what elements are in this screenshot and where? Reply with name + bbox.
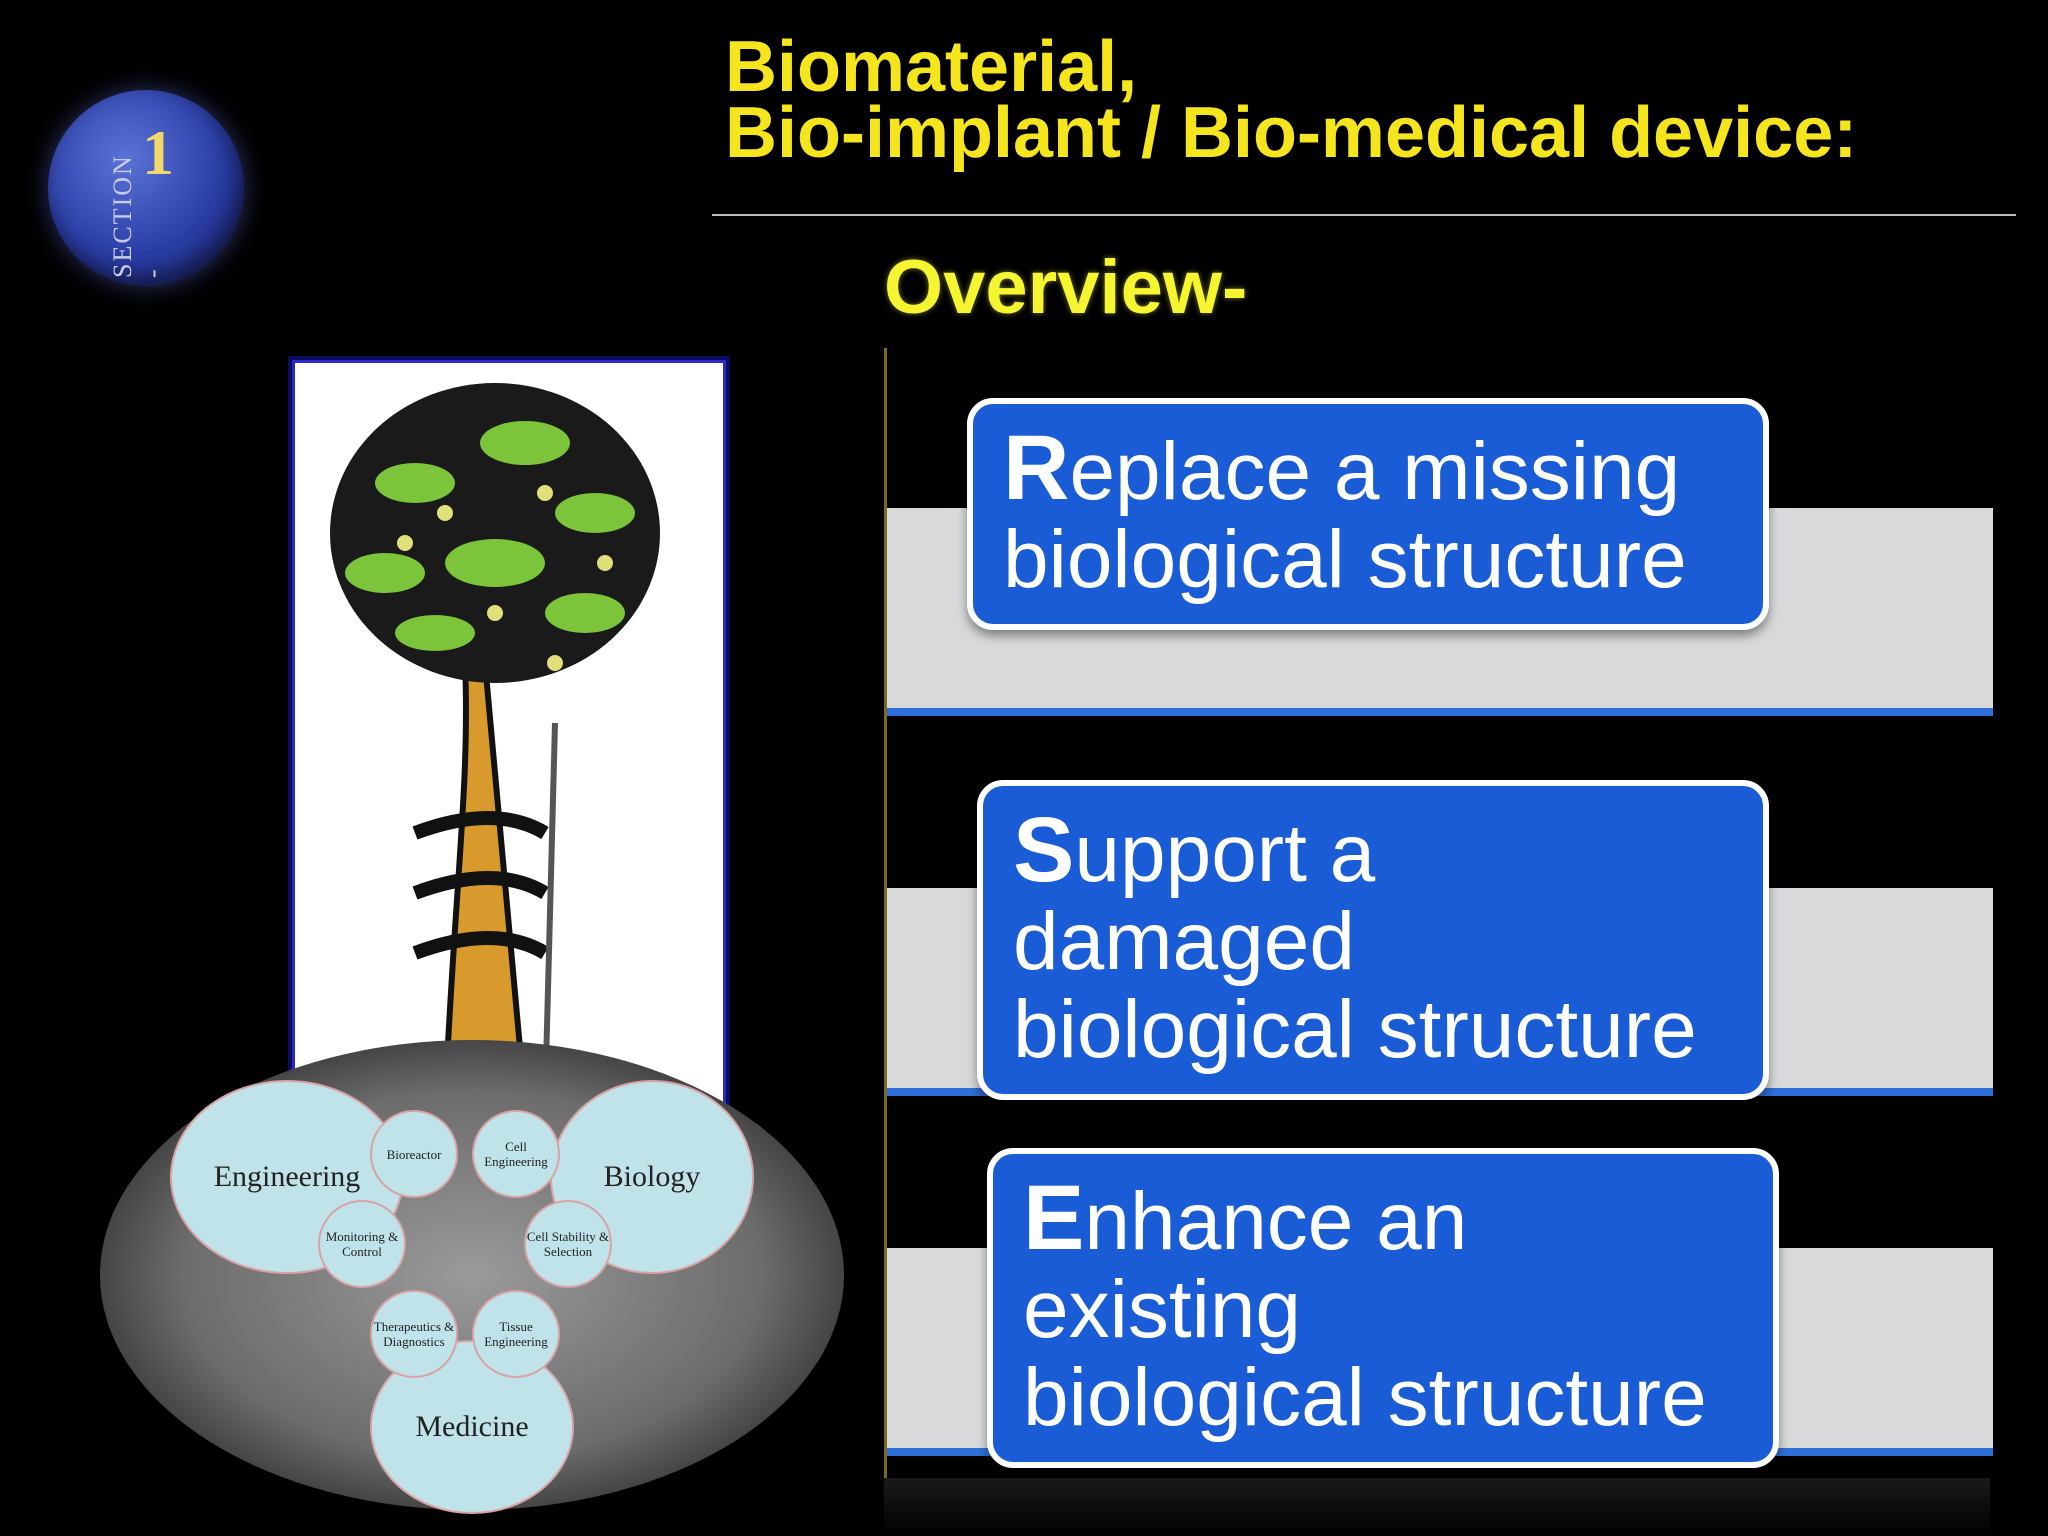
tissue-engineering-label: Tissue Engineering (484, 1319, 548, 1349)
panel-reflection (884, 1478, 1990, 1536)
discipline-venn: Engineering Biology Medicine Bioreactor … (100, 1040, 844, 1514)
card-support-line2: biological structure (1013, 984, 1697, 1075)
card-replace: Replace a missing biological structure (967, 398, 1769, 630)
bioreactor-label: Bioreactor (386, 1146, 442, 1162)
card-replace-lead: R (1003, 417, 1070, 519)
card-support: Support a damaged biological structure (977, 780, 1769, 1100)
card-replace-line1: eplace a missing (1069, 426, 1681, 517)
function-panel: Replace a missing biological structure S… (884, 348, 1993, 1478)
card-enhance-line2: biological structure (1023, 1352, 1707, 1443)
monitoring-circle: Monitoring & Control (318, 1200, 406, 1288)
cell-engineering-circle: Cell Engineering (472, 1110, 560, 1198)
section-number: 1 (142, 117, 174, 188)
medicine-label: Medicine (415, 1410, 529, 1443)
therapeutics-label: Therapeutics & Diagnostics (373, 1319, 455, 1349)
title-line-1: Biomaterial, (725, 27, 1138, 107)
tissue-engineering-circle: Tissue Engineering (472, 1290, 560, 1378)
title-divider (712, 214, 2016, 216)
card-enhance-lead: E (1023, 1167, 1085, 1269)
section-badge: SECTION - 1 (48, 90, 244, 286)
card-support-line1: upport a damaged (1013, 808, 1376, 987)
card-enhance-line1: nhance an existing (1023, 1176, 1468, 1355)
monitoring-label: Monitoring & Control (325, 1229, 399, 1259)
biology-circle: Biology (550, 1080, 754, 1274)
card-enhance: Enhance an existing biological structure (987, 1148, 1779, 1468)
tree-illustration (292, 360, 726, 1126)
overview-heading: Overview- (884, 245, 1248, 330)
engineering-label: Engineering (213, 1160, 361, 1193)
tree-graphic (330, 383, 660, 1106)
cell-stability-label: Cell Stability & Selection (526, 1229, 610, 1259)
bioreactor-circle: Bioreactor (370, 1110, 458, 1198)
biology-label: Biology (603, 1160, 701, 1193)
card-support-lead: S (1013, 799, 1075, 901)
cell-stability-circle: Cell Stability & Selection (524, 1200, 612, 1288)
cell-engineering-label: Cell Engineering (484, 1139, 548, 1169)
title-line-2: Bio-implant / Bio-medical device: (725, 93, 1858, 173)
therapeutics-circle: Therapeutics & Diagnostics (370, 1290, 458, 1378)
card-replace-line2: biological structure (1003, 514, 1687, 605)
slide-title: Biomaterial, Bio-implant / Bio-medical d… (725, 27, 1858, 173)
